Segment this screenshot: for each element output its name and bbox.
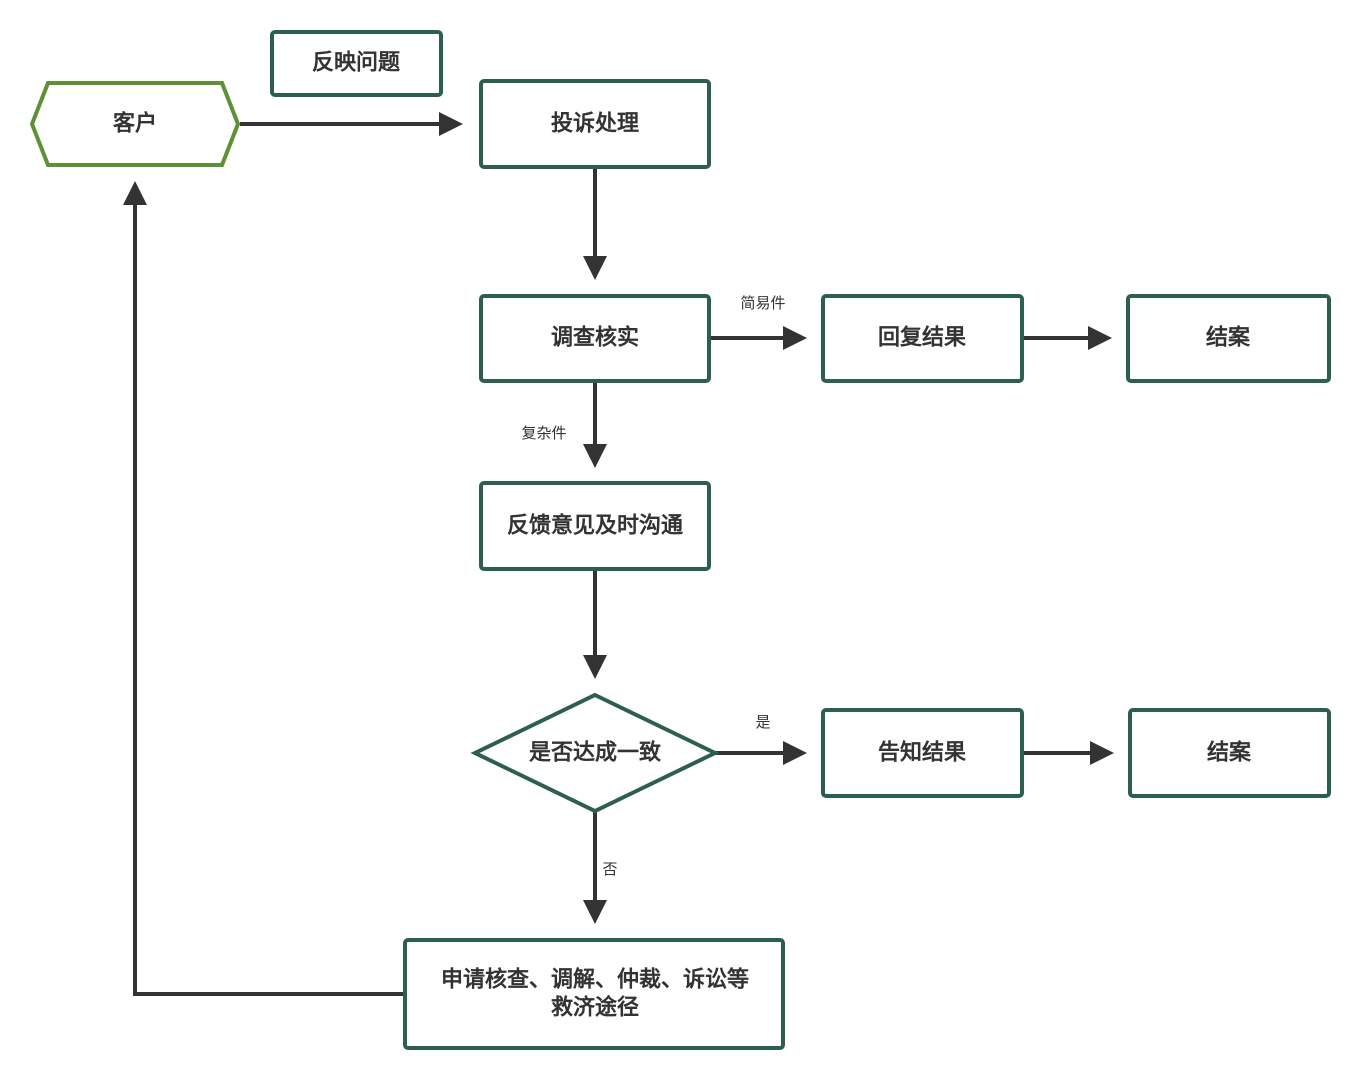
label-yes: 是 — [755, 713, 770, 731]
label-simple-case: 简易件 — [740, 294, 785, 312]
edges — [123, 112, 1114, 996]
node-complaint-handling-label: 投诉处理 — [551, 111, 639, 137]
label-complex-case: 复杂件 — [521, 424, 566, 442]
node-customer-label: 客户 — [113, 111, 157, 137]
node-notify-result-label: 告知结果 — [878, 740, 966, 766]
node-investigate-verify: 调查核实 — [479, 294, 711, 383]
node-customer: 客户 — [29, 81, 241, 167]
node-report-issue: 反映问题 — [270, 30, 443, 97]
node-agreement-decision-label: 是否达成一致 — [529, 740, 662, 766]
node-agreement-decision: 是否达成一致 — [470, 692, 720, 814]
label-no: 否 — [602, 860, 617, 878]
node-report-issue-label: 反映问题 — [312, 51, 401, 76]
node-complaint-handling: 投诉处理 — [479, 79, 711, 169]
node-notify-result: 告知结果 — [821, 708, 1024, 798]
node-investigate-verify-label: 调查核实 — [551, 325, 639, 351]
edge-remedy-to-customer — [123, 181, 405, 996]
node-close-case-1: 结案 — [1126, 294, 1331, 383]
node-remedy-label-line2: 救济途径 — [551, 995, 639, 1021]
node-remedy-label-line1: 申请核查、调解、仲裁、诉讼等 — [441, 967, 749, 993]
node-feedback-communicate: 反馈意见及时沟通 — [479, 481, 711, 571]
node-close-case-2: 结案 — [1128, 708, 1331, 798]
node-reply-result: 回复结果 — [821, 294, 1024, 383]
node-close-case-2-label: 结案 — [1207, 740, 1252, 766]
edge-labels: 简易件 复杂件 是 否 — [521, 294, 785, 878]
node-reply-result-label: 回复结果 — [878, 325, 966, 351]
node-remedy-channels: 申请核查、调解、仲裁、诉讼等 救济途径 — [403, 938, 785, 1050]
node-feedback-communicate-label: 反馈意见及时沟通 — [507, 513, 683, 539]
node-close-case-1-label: 结案 — [1206, 325, 1251, 351]
